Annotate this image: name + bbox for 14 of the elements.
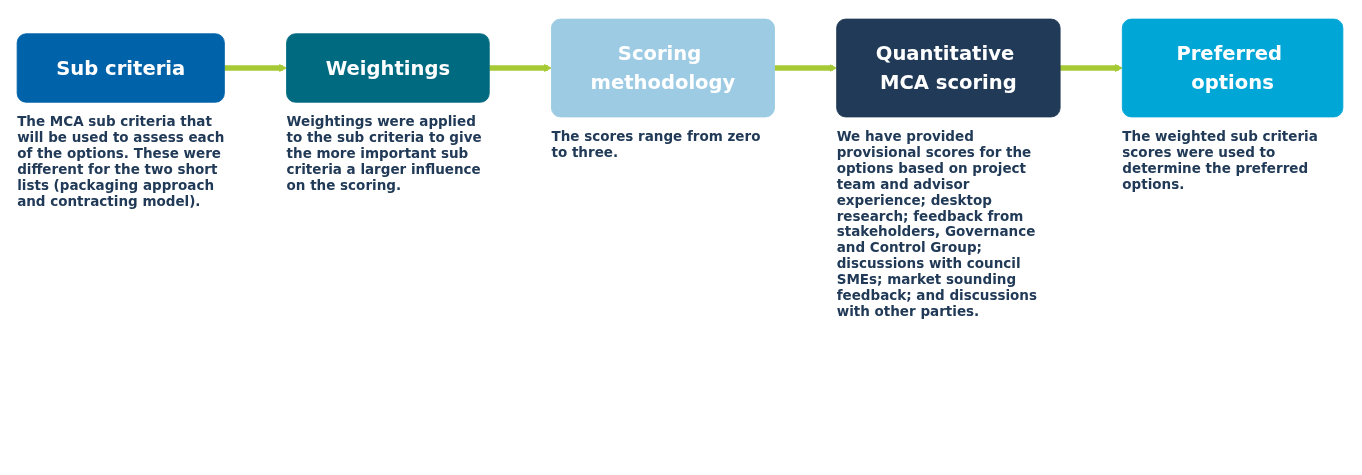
node-box: Quantitative MCA scoring	[836, 18, 1061, 118]
node-box: Scoring methodology	[551, 18, 775, 118]
description-text: We have provided provisional scores for the options based on project team and advisor experience; desktop research; feedback from stakeholders, Governance and Control Group; discussions with council SMEs; market sounding feedback; and discussions with other parties.	[836, 128, 1039, 320]
description-text: The MCA sub criteria that will be used to assess each of the options. These were different for the two short lists (packaging approach and contracting model).	[17, 114, 225, 210]
arrow	[489, 64, 552, 72]
node-box: Weightings	[286, 33, 490, 103]
arrow	[1060, 64, 1123, 72]
description-text: Weightings were applied to the sub criteria to give the more important sub criteria a larger influence on the scoring.	[286, 114, 483, 194]
description-text: The scores range from zero to three.	[551, 128, 762, 161]
description-text: The weighted sub criteria scores were used to determine the preferred options.	[1122, 128, 1319, 193]
node-box: Preferred options	[1121, 18, 1344, 118]
arrow	[774, 64, 838, 72]
node-box: Sub criteria	[16, 33, 225, 103]
arrow	[224, 64, 287, 72]
